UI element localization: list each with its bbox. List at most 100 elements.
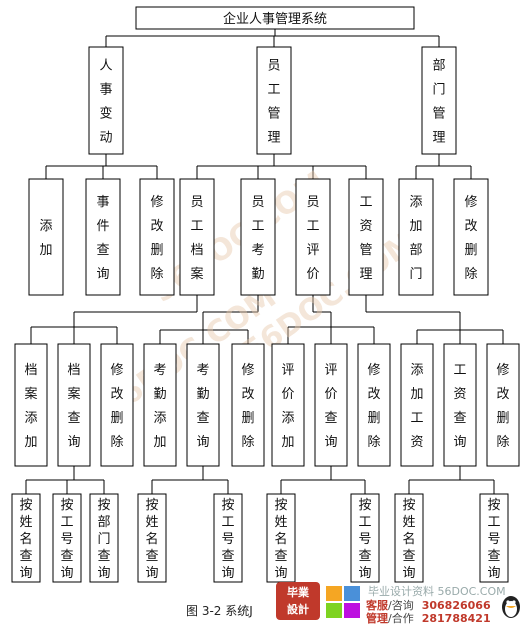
level3-node-pingjiatianjia: 评价添加 [271, 343, 305, 467]
level4-node-l4h: 按姓名查询 [394, 493, 424, 583]
level2-node-xiugai1-frame [139, 178, 175, 296]
level4-node-l4g: 按工号查询 [350, 493, 380, 583]
level1-node-bumen-frame [421, 46, 457, 155]
level2-node-kaoqin: 员工考勤 [240, 178, 276, 296]
level3-node-pingjiatianjia-frame [271, 343, 305, 467]
level4-node-l4d-frame [137, 493, 167, 583]
level3-node-danganchaxun-frame [57, 343, 91, 467]
level3-node-xiugai3-frame [100, 343, 134, 467]
level3-node-xiugai4: 修改删除 [231, 343, 265, 467]
root-node: 企业人事管理系统 [135, 6, 415, 30]
ad-row2-number: 281788421 [421, 612, 491, 625]
ad-contact-row-1: 客服/咨询 306826066 [366, 597, 491, 613]
ad-row1-key: 客服 [366, 599, 388, 612]
level2-node-tianjiabumen-frame [398, 178, 434, 296]
level2-node-tianjiabumen-label: 添加部门 [409, 195, 422, 282]
level2-node-gongzi-frame [348, 178, 384, 296]
level2-node-gongzi: 工资管理 [348, 178, 384, 296]
level4-node-l4b: 按工号查询 [52, 493, 82, 583]
level4-node-l4e: 按工号查询 [213, 493, 243, 583]
level3-node-kaoqinchaxun: 考勤查询 [186, 343, 220, 467]
level2-node-xiugai1: 修改删除 [139, 178, 175, 296]
level3-node-dangantianjia-label: 档案添加 [24, 363, 37, 450]
level4-node-l4e-label: 按工号查询 [221, 498, 234, 581]
level4-node-l4e-frame [213, 493, 243, 583]
figure-caption: 图 3-2 系统J [186, 604, 253, 618]
level4-node-l4f: 按姓名查询 [266, 493, 296, 583]
level2-node-pingjia: 员工评价 [295, 178, 331, 296]
qq-penguin-icon [502, 596, 520, 618]
level1-node-renshi-frame [88, 46, 124, 155]
level2-node-xiugai2-label: 修改删除 [464, 195, 477, 282]
level4-node-l4a: 按姓名查询 [11, 493, 41, 583]
ad-site-text: 毕业设计资料 56DOC.COM [368, 585, 506, 598]
level1-node-yuangong: 员工管理 [256, 46, 292, 155]
level3-node-kaoqinchaxun-frame [186, 343, 220, 467]
level2-node-tianjiabumen: 添加部门 [398, 178, 434, 296]
level4-node-l4h-label: 按姓名查询 [402, 498, 415, 581]
ad-row1-sep: /咨询 [388, 599, 414, 612]
level2-node-gongzi-label: 工资管理 [359, 195, 372, 282]
level3-node-xiugai6-frame [486, 343, 520, 467]
ad-row1-number: 306826066 [421, 599, 491, 612]
level3-node-xiugai5-label: 修改删除 [367, 363, 380, 450]
level3-node-pingjiachaxun: 评价查询 [314, 343, 348, 467]
level2-node-xiugai1-label: 修改删除 [150, 195, 163, 282]
level3-node-xiugai5-frame [357, 343, 391, 467]
level4-node-l4d: 按姓名查询 [137, 493, 167, 583]
level3-node-xiugai4-label: 修改删除 [241, 363, 254, 450]
level1-node-renshi: 人事变动 [88, 46, 124, 155]
level3-node-danganchaxun: 档案查询 [57, 343, 91, 467]
level4-node-l4b-frame [52, 493, 82, 583]
level3-node-dangantianjia-frame [14, 343, 48, 467]
level2-node-shijian-label: 事件查询 [96, 195, 109, 282]
level4-node-l4b-label: 按工号查询 [60, 498, 73, 581]
level3-node-gongzichaxun-label: 工资查询 [453, 363, 466, 450]
level3-node-gongzichaxun: 工资查询 [443, 343, 477, 467]
level3-node-xiugai3-label: 修改删除 [110, 363, 123, 450]
level3-node-xiugai5: 修改删除 [357, 343, 391, 467]
level2-node-dangan: 员工档案 [179, 178, 215, 296]
root-node-frame [135, 6, 415, 30]
level3-node-tianjiagongzi-label: 添加工资 [410, 363, 423, 450]
level2-node-pingjia-frame [295, 178, 331, 296]
level2-node-xiugai2: 修改删除 [453, 178, 489, 296]
level1-node-yuangong-label: 员工管理 [267, 59, 280, 146]
level2-node-shijian-frame [85, 178, 121, 296]
level1-node-bumen-label: 部门管理 [432, 59, 445, 146]
level2-node-dangan-label: 员工档案 [190, 195, 203, 282]
puzzle-icon [326, 586, 360, 618]
level4-node-l4i-label: 按工号查询 [487, 498, 500, 581]
level3-node-xiugai6: 修改删除 [486, 343, 520, 467]
level1-node-renshi-label: 人事变动 [99, 59, 112, 146]
ad-logo-line1: 毕業 [287, 586, 309, 599]
level2-node-pingjia-label: 员工评价 [306, 195, 319, 282]
ad-row2-sep: /合作 [388, 612, 414, 625]
level3-node-kaoqintianjia-frame [143, 343, 177, 467]
level3-node-xiugai4-frame [231, 343, 265, 467]
level4-node-l4a-frame [11, 493, 41, 583]
root-node-label: 企业人事管理系统 [223, 11, 327, 27]
level2-node-kaoqin-frame [240, 178, 276, 296]
level3-node-gongzichaxun-frame [443, 343, 477, 467]
level3-node-pingjiatianjia-label: 评价添加 [281, 363, 294, 450]
level4-node-l4f-label: 按姓名查询 [274, 498, 287, 581]
level3-node-dangantianjia: 档案添加 [14, 343, 48, 467]
level4-node-l4i-frame [479, 493, 509, 583]
level3-node-tianjiagongzi-frame [400, 343, 434, 467]
level4-node-l4h-frame [394, 493, 424, 583]
level2-node-dangan-frame [179, 178, 215, 296]
level3-node-kaoqintianjia: 考勤添加 [143, 343, 177, 467]
ad-logo: 毕業 設計 [276, 582, 320, 620]
level3-node-pingjiachaxun-frame [314, 343, 348, 467]
level4-node-l4a-label: 按姓名查询 [19, 498, 32, 581]
level4-node-l4i: 按工号查询 [479, 493, 509, 583]
level3-node-xiugai3: 修改删除 [100, 343, 134, 467]
level4-node-l4g-label: 按工号查询 [358, 498, 371, 581]
level1-node-bumen: 部门管理 [421, 46, 457, 155]
level2-node-tianjia-frame [28, 178, 64, 296]
level3-node-tianjiagongzi: 添加工资 [400, 343, 434, 467]
ad-logo-line2: 設計 [287, 603, 309, 616]
